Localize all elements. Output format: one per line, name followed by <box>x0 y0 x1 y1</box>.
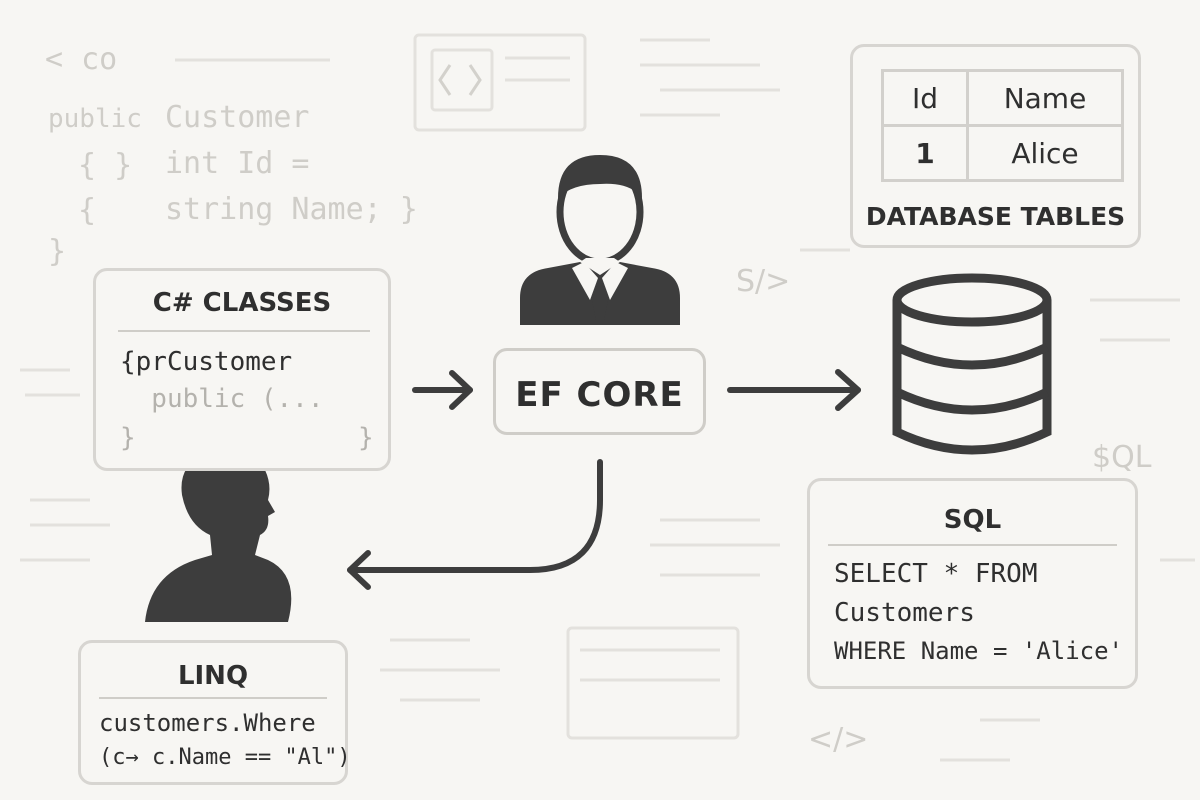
linq-code-line: (c→ c.Name == "Al") <box>99 745 351 770</box>
linq-code-line: customers.Where <box>99 709 316 737</box>
bg-tag: </> <box>808 722 869 757</box>
bg-code-brace: { <box>78 193 97 228</box>
table-header-cell: Name <box>966 69 1124 127</box>
csharp-brace: } <box>120 423 136 453</box>
bg-code-line: int Id = <box>165 146 310 181</box>
bg-code-line: < co <box>45 42 118 77</box>
table-header-cell: Id <box>881 69 969 127</box>
sql-card: SQL SELECT * FROM Customers WHERE Name =… <box>807 478 1138 689</box>
divider <box>99 697 327 699</box>
table-header-row: Id Name <box>881 69 1124 127</box>
csharp-code-line: public (... <box>120 384 324 414</box>
sql-code-line: Customers <box>834 598 975 628</box>
user-silhouette-icon <box>145 452 292 622</box>
developer-icon <box>520 155 680 325</box>
bg-code-keyword: public <box>48 104 142 134</box>
bg-tag: $QL <box>1092 440 1152 475</box>
curved-arrow-icon <box>347 459 603 590</box>
csharp-classes-card: C# CLASSES {prCustomer public (... } } <box>93 268 391 471</box>
sql-code-line: SELECT * FROM <box>834 559 1038 589</box>
ef-core-label: EF CORE <box>515 375 684 415</box>
database-icon <box>892 273 1052 455</box>
sql-code-line: WHERE Name = 'Alice' <box>834 637 1123 665</box>
table-row: 1 Alice <box>881 124 1124 182</box>
linq-title: LINQ <box>177 661 249 691</box>
bg-tag: S/> <box>736 264 791 299</box>
divider <box>118 330 370 332</box>
arrow-right-icon <box>727 369 861 411</box>
bg-code-line: string Name; } <box>165 192 418 227</box>
divider <box>828 544 1117 546</box>
database-tables-caption: DATABASE TABLES <box>865 202 1126 231</box>
ef-core-box: EF CORE <box>493 348 706 435</box>
table-cell: Alice <box>966 124 1124 182</box>
bg-code-brace: { } <box>78 148 133 183</box>
arrow-right-icon <box>412 370 473 410</box>
csharp-classes-title: C# CLASSES <box>152 288 332 318</box>
linq-card: LINQ customers.Where (c→ c.Name == "Al") <box>78 640 351 785</box>
sql-title: SQL <box>943 505 1002 535</box>
bg-code-line: Customer <box>165 100 310 135</box>
bg-code-brace: } <box>48 234 67 269</box>
table-cell: 1 <box>881 124 969 182</box>
database-tables-card: Id Name 1 Alice DATABASE TABLES <box>850 44 1141 248</box>
csharp-code-line: {prCustomer <box>120 347 293 377</box>
csharp-brace: } <box>358 423 374 453</box>
database-table: Id Name 1 Alice <box>881 69 1124 182</box>
